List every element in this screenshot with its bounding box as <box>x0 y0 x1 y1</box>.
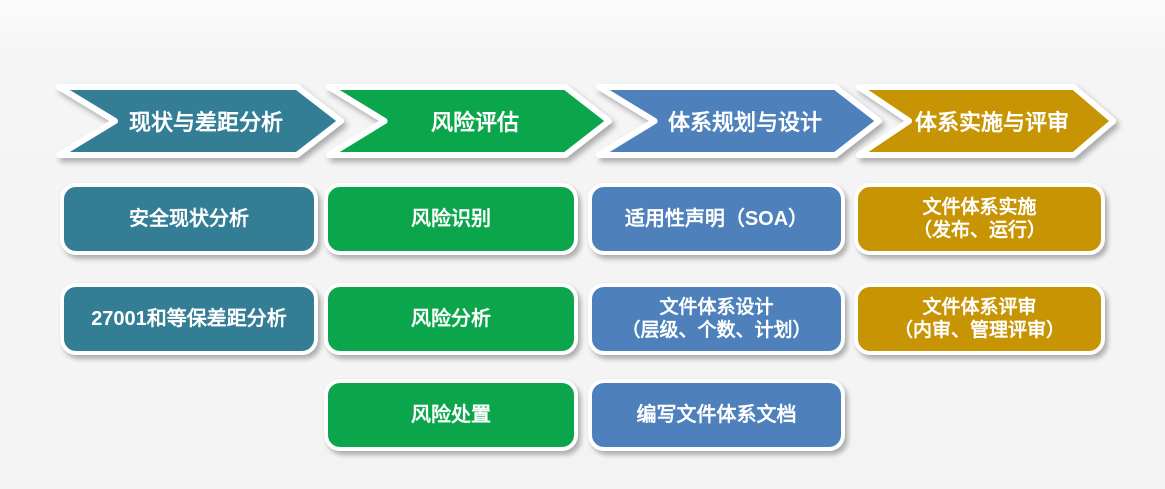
step-box: 编写文件体系文档 <box>588 379 845 451</box>
step-box: 文件体系评审 （内审、管理评审） <box>854 283 1105 355</box>
phase-title: 体系实施与评审 <box>914 110 1069 135</box>
step-box: 安全现状分析 <box>60 183 318 255</box>
step-box: 风险分析 <box>324 283 578 355</box>
step-box: 风险识别 <box>324 183 578 255</box>
step-box: 适用性声明（SOA） <box>588 183 845 255</box>
phase-banner-risk-assessment: 风险评估 <box>326 84 614 158</box>
step-box: 27001和等保差距分析 <box>60 283 318 355</box>
chevron-arrow-icon <box>856 84 1117 158</box>
chevron-arrow-icon <box>326 84 613 158</box>
phase-title: 现状与差距分析 <box>128 110 283 135</box>
phase-title: 风险评估 <box>430 110 519 135</box>
chevron-arrow-icon <box>56 84 344 158</box>
step-box: 风险处置 <box>324 379 578 451</box>
phase-banner-system-design: 体系规划与设计 <box>596 84 884 158</box>
step-box: 文件体系实施 （发布、运行） <box>854 183 1105 255</box>
phase-banner-implementation-review: 体系实施与评审 <box>856 84 1118 158</box>
phase-title: 体系规划与设计 <box>667 110 822 135</box>
chevron-arrow-icon <box>596 84 883 158</box>
step-box: 文件体系设计 （层级、个数、计划） <box>588 283 845 355</box>
phase-banner-gap-analysis: 现状与差距分析 <box>56 84 346 158</box>
